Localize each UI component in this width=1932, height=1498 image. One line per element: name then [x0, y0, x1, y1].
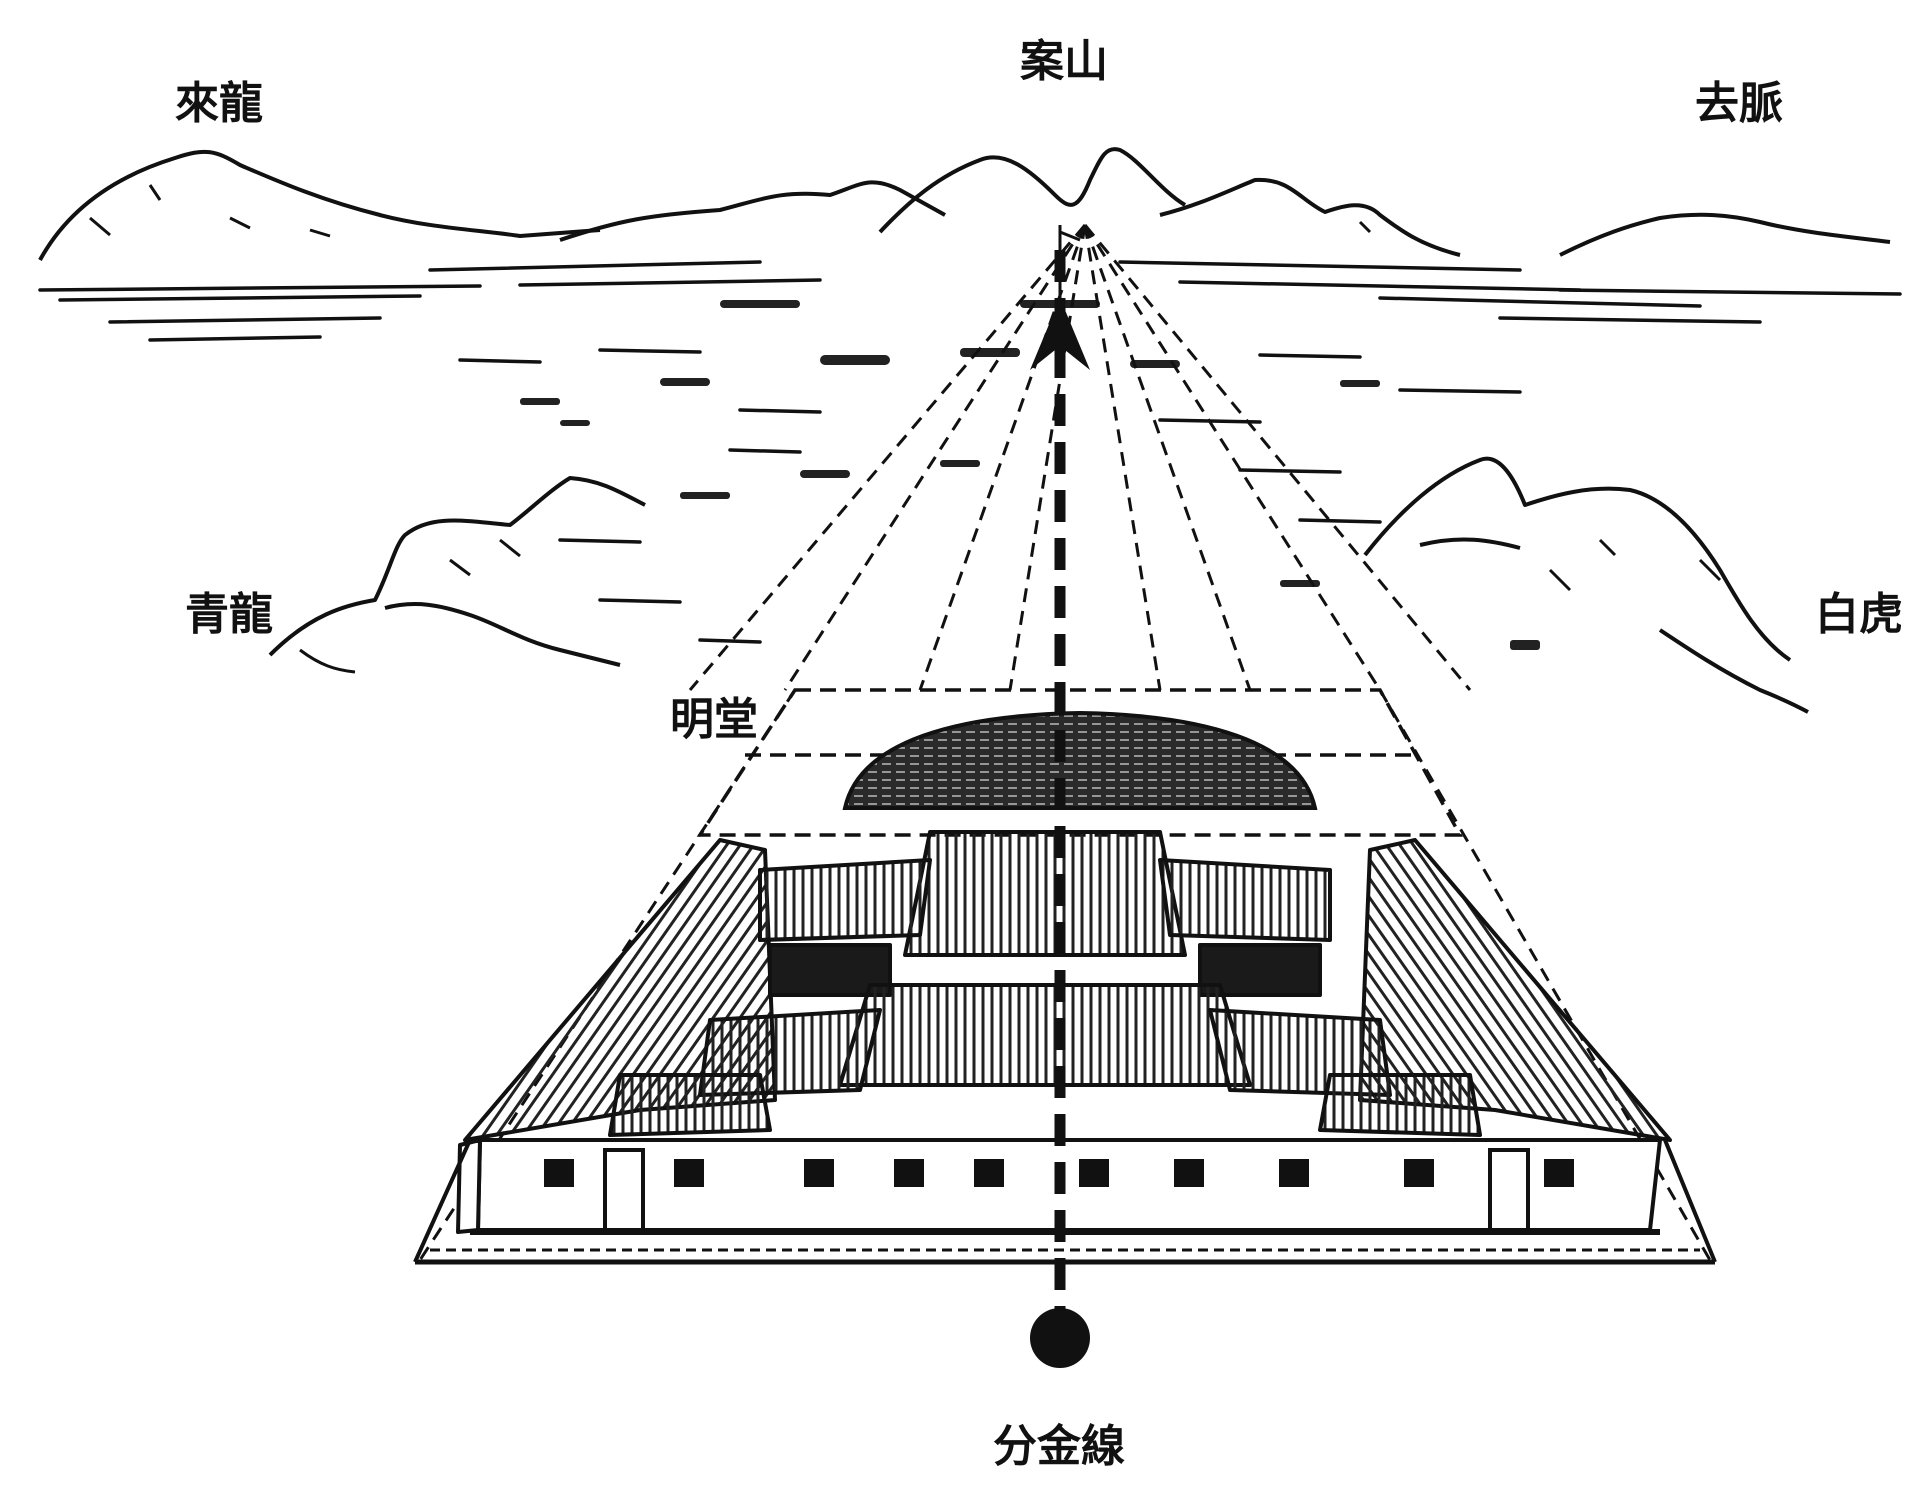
shrub-clusters	[520, 300, 1540, 650]
label-mingtang: 明堂	[670, 694, 758, 745]
plain-texture	[38, 260, 1902, 644]
fenjin-axis	[1030, 225, 1090, 1368]
courtyard-house	[456, 830, 1672, 1235]
mingtang-pond	[842, 710, 1318, 810]
distant-mountains	[38, 147, 1891, 261]
label-qinglong: 青龍	[185, 589, 273, 640]
label-fenjinxian: 分金線	[993, 1421, 1125, 1472]
label-baihu: 白虎	[1815, 589, 1903, 640]
label-anshan: 案山	[1020, 36, 1108, 87]
label-qumai: 去脈	[1695, 78, 1783, 129]
qinglong-hills	[268, 476, 646, 674]
front-doors	[603, 1148, 1530, 1232]
label-lailong: 來龍	[175, 78, 263, 129]
baihu-hills	[1363, 456, 1809, 714]
front-windows	[544, 1159, 1574, 1187]
